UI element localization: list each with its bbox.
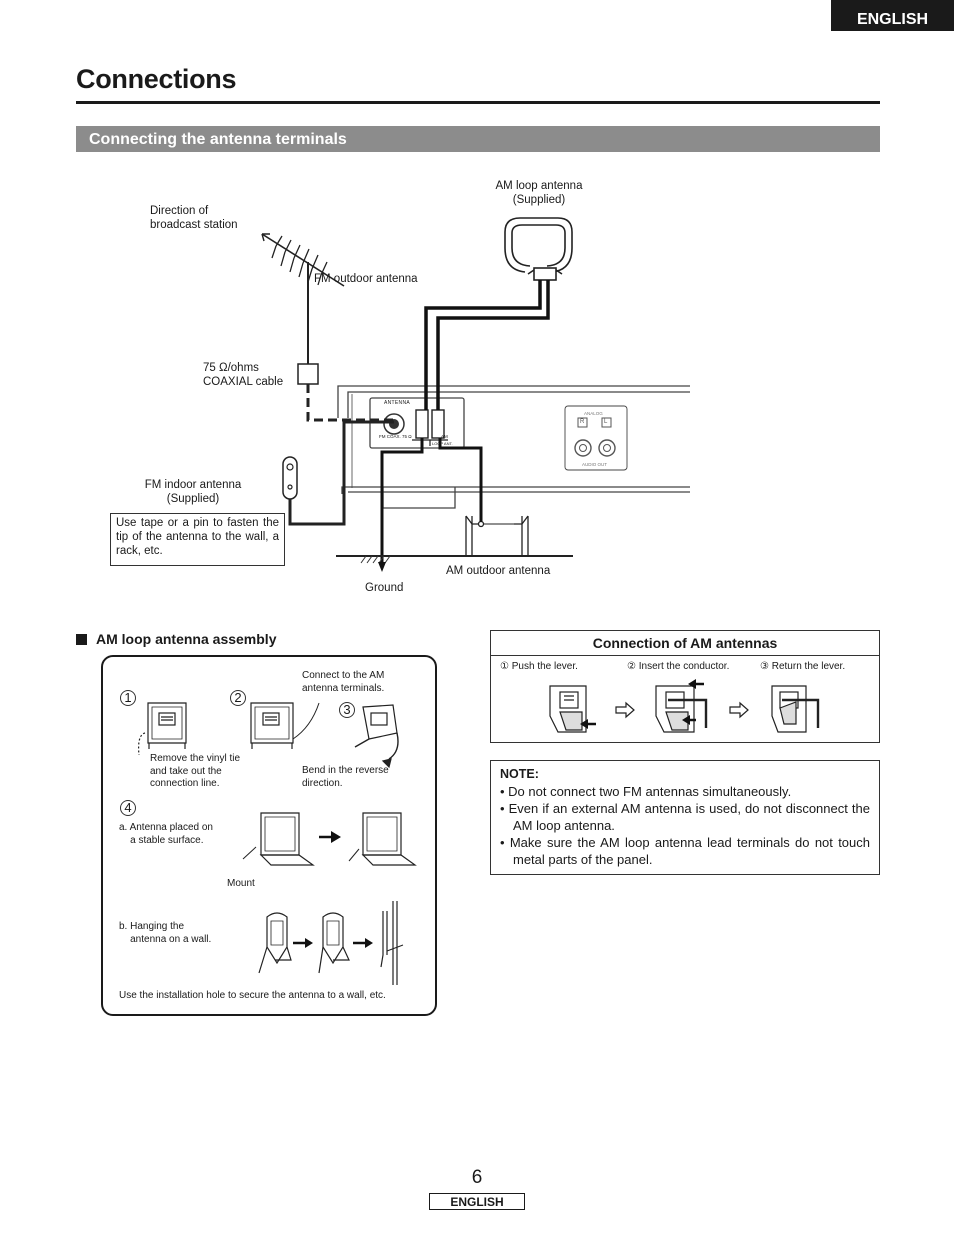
page-number: 6 [471,1167,483,1188]
connect-terminals-label: Connect to the AM antenna terminals. [302,670,385,694]
fm-outdoor-antenna [261,233,345,365]
am-loop-antenna [424,217,573,410]
language-tab: ENGLISH [831,0,954,31]
coax-connector [297,363,319,385]
panel-am-label: AM [441,434,448,439]
step-1-marker: 1 [120,690,136,706]
note-item: • Do not connect two FM antennas simulta… [500,784,792,799]
fm-indoor-antenna [282,420,394,526]
hanging-label: b. Hanging the antenna on a wall. [119,921,212,945]
coaxial-cable-label: 75 Ω/ohms COAXIAL cable [203,362,284,388]
step-2-marker: 2 [230,690,246,706]
assembly-box [101,655,437,1016]
panel-antenna-label: ANTENNA [384,400,410,406]
ground-symbol [378,562,386,572]
assembly-title: AM loop antenna assembly [96,631,277,647]
am-loop-antenna-label: AM loop antenna (Supplied) [495,180,583,206]
bullet-square [76,634,87,645]
note-item: • Make sure the AM loop antenna lead ter… [500,835,870,867]
note-title: NOTE: [500,767,539,781]
coax-cable [306,384,394,422]
step-4-marker: 4 [120,800,136,816]
panel-r-label: R [580,419,585,425]
remove-vinyl-tie-label: Remove the vinyl tie and take out the co… [150,753,241,789]
installation-hole-label: Use the installation hole to secure the … [119,990,386,1001]
title-rule [76,101,880,104]
assembly-heading: AM loop antenna assembly [76,631,276,647]
connection-step-3: ③ Return the lever. [760,661,846,672]
panel-l-label: L [604,419,608,425]
fm-coax-jack [383,413,405,435]
connection-step-1: ① Push the lever. [500,661,578,672]
step-3-marker: 3 [339,702,355,718]
page-title: Connections [76,64,237,94]
direction-label: Direction of broadcast station [150,205,238,231]
footer-language-tab: ENGLISH [429,1193,525,1210]
note-box: NOTE: • Do not connect two FM antennas s… [490,760,880,875]
section-heading: Connecting the antenna terminals [76,126,880,152]
am-outdoor-antenna-label: AM outdoor antenna [446,565,551,577]
panel-analog-label: ANALOG [584,411,603,416]
bend-reverse-label: Bend in the reverse direction. [302,765,389,789]
rear-panel [337,385,690,509]
note-item: • Even if an external AM antenna is used… [500,801,870,833]
audio-out-l-jack [598,439,616,457]
am-terminal-left [415,409,429,439]
assembly-illustrations [138,702,417,985]
stable-surface-label: a. Antenna placed on a stable surface. [119,822,213,846]
am-connection-title: Connection of AM antennas [490,630,880,656]
antenna-connection-diagram [261,217,690,572]
fm-indoor-antenna-label: FM indoor antenna (Supplied) [144,479,242,505]
ground-label: Ground [365,582,404,594]
am-connection-box [490,630,880,743]
panel-audio-out-label: AUDIO OUT [582,462,608,467]
panel-fm-coax-label: FM COAX. 75 Ω [379,434,412,439]
connection-step-2: ② Insert the conductor. [627,661,730,672]
am-outdoor-antenna [438,438,529,556]
mount-label: Mount [227,878,255,889]
panel-loop-label: LOOP ANT. [432,441,453,446]
tape-note: Use tape or a pin to fasten the tip of t… [110,513,285,566]
am-connection-illustrations [549,679,820,733]
fm-outdoor-antenna-label: FM outdoor antenna [314,273,418,285]
ground-wire [380,438,424,566]
audio-out-r-jack [574,439,592,457]
